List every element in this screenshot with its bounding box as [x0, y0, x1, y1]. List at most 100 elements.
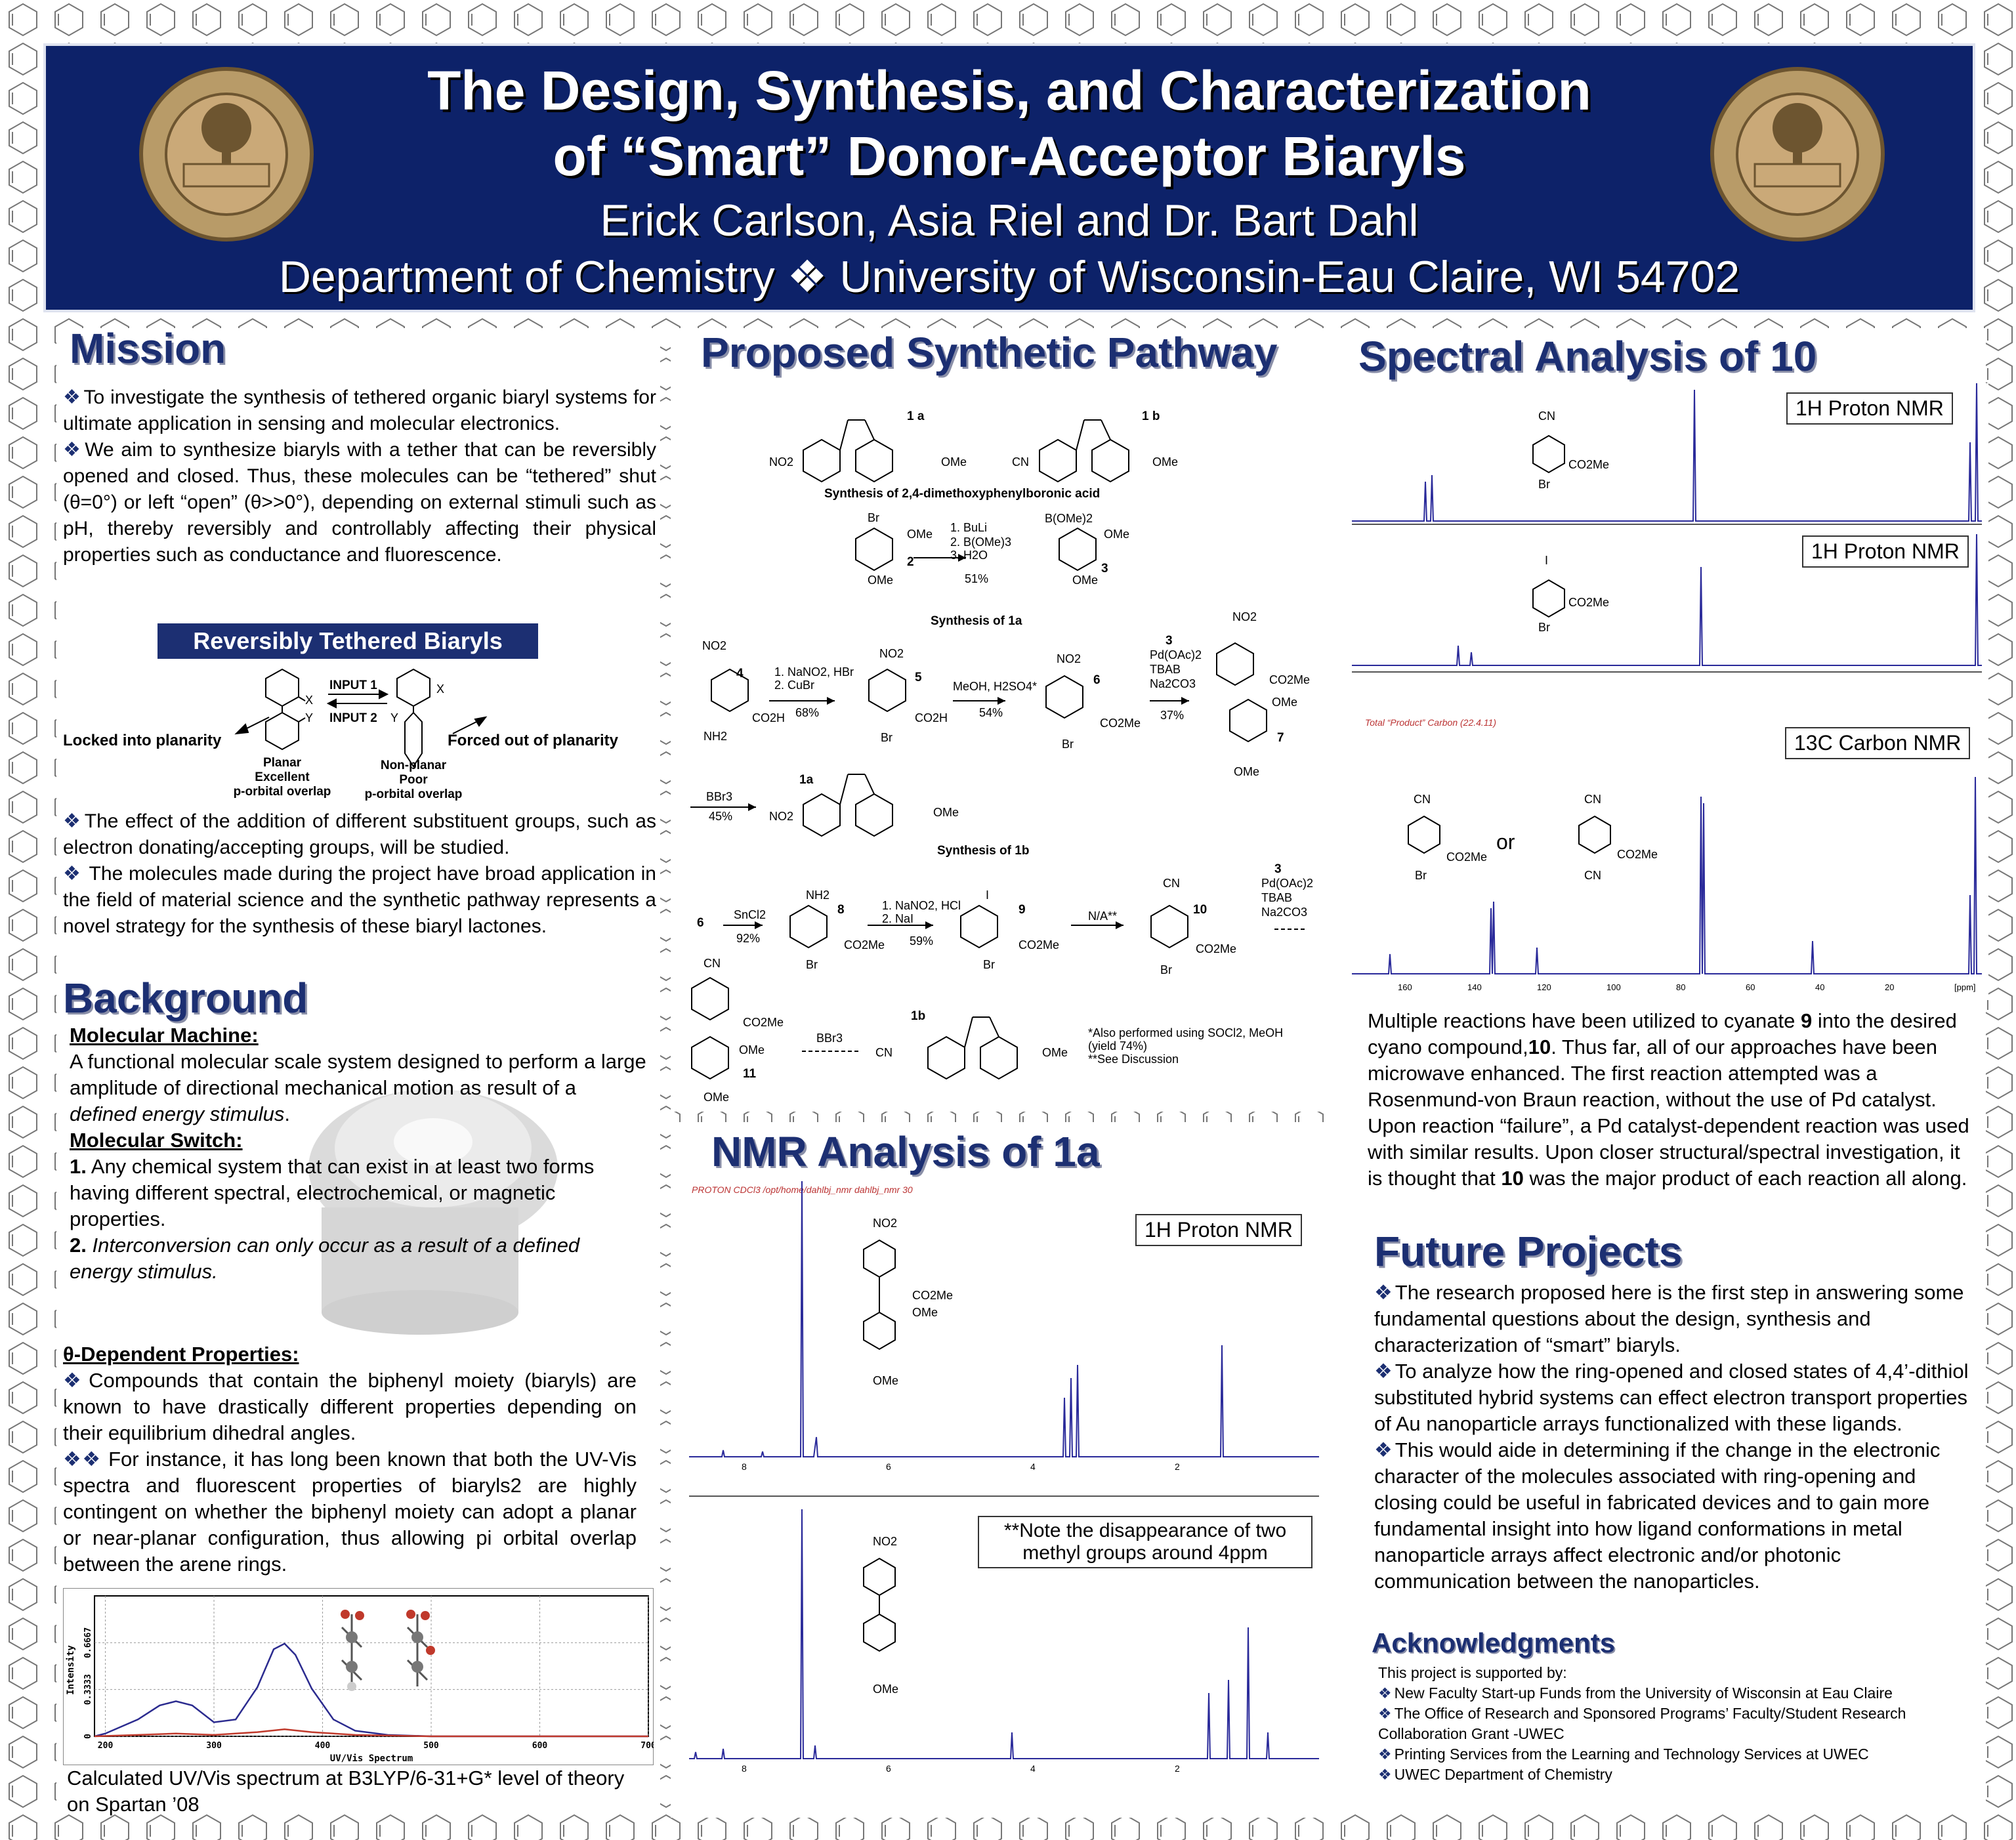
theta-text-2: For instance, it has long been known tha…: [63, 1448, 637, 1576]
group-nh2-8: NH2: [806, 889, 830, 902]
yield-92: 92%: [736, 932, 760, 945]
series-line-2: [94, 1728, 648, 1738]
footnote-discussion: **See Discussion: [1088, 1053, 1179, 1066]
group-ome: OMe: [941, 455, 967, 469]
plot-area: [94, 1595, 649, 1737]
nmr10-axis-tick: 120: [1537, 982, 1551, 992]
group-ome-7: OMe: [1272, 696, 1297, 709]
group-no2-5: NO2: [879, 647, 904, 660]
nmr10-axis-tick: 100: [1606, 982, 1621, 992]
group-br-10: Br: [1160, 963, 1172, 976]
nmr10-trace-1: [1352, 383, 1982, 522]
university-seal-right: [1710, 67, 1885, 241]
or-label: or: [1496, 830, 1515, 854]
reagent-bbr3: BBr3: [706, 790, 732, 803]
footnote-socl2: *Also performed using SOCl2, MeOH: [1088, 1026, 1283, 1039]
nmr-1a-trace-bottom: [689, 1509, 1319, 1759]
group-ome-2: OMe: [1152, 455, 1178, 469]
boronic-synthesis-caption: Synthesis of 2,4-dimethoxyphenylboronic …: [824, 487, 1100, 501]
planar-overlap-quality: Excellent: [255, 770, 310, 784]
yield-37: 37%: [1160, 709, 1184, 722]
nonplanar-label: Non-planar: [381, 759, 447, 772]
nmr10-label-3: 13C Carbon NMR: [1785, 727, 1971, 759]
future-text: The research proposed here is the first …: [1374, 1280, 1969, 1595]
group-br-8: Br: [806, 958, 818, 971]
nmr10-label-2: 1H Proton NMR: [1802, 535, 1969, 568]
struct-d-cn2: CN: [1584, 869, 1601, 882]
mission-text-2: The effect of the addition of different …: [63, 808, 656, 940]
group-nh2: NH2: [704, 730, 727, 743]
struct-c-br: Br: [1415, 869, 1427, 882]
nmr10-axis-tick: 20: [1885, 982, 1894, 992]
nmr1a-axis-tick: 8: [742, 1461, 747, 1472]
nmr10-axis-tick: 160: [1398, 982, 1412, 992]
planar-label: Planar: [263, 756, 302, 770]
nmr-struct-no2: NO2: [873, 1217, 897, 1230]
ack-item-1: New Faculty Start-up Funds from the Univ…: [1378, 1683, 1969, 1704]
group-ome-6: OMe: [1072, 574, 1098, 587]
spectral-text-f: 10: [1501, 1167, 1524, 1190]
ms-number-1: 1.: [70, 1155, 87, 1178]
nmr10-structures: CN CO2Me Br I CO2Me Br CN CO2Me Br CN CO…: [1408, 409, 1658, 882]
nmr-1a-structures: NO2 CO2Me OMe OMe NO2 OMe: [863, 1217, 953, 1696]
spectral-text-g: was the major product of each reaction a…: [1523, 1167, 1967, 1190]
group-br: Br: [868, 511, 879, 524]
compound-10-label: 10: [1193, 903, 1207, 917]
mission-text: To investigate the synthesis of tethered…: [63, 385, 656, 568]
ms-text-1: Any chemical system that can exist in at…: [70, 1155, 595, 1230]
nmr-1a-label: 1H Proton NMR: [1135, 1214, 1302, 1246]
nmr10-trace-2: [1352, 533, 1982, 666]
y-axis-label: Intensity: [66, 1645, 76, 1695]
ms-text-2: Interconversion can only occur as a resu…: [70, 1234, 580, 1283]
group-no2: NO2: [769, 455, 793, 469]
group-ome-3: OMe: [907, 528, 933, 541]
synthesis-1b-caption: Synthesis of 1b: [937, 844, 1029, 858]
ack-item-2: The Office of Research and Sponsored Pro…: [1378, 1704, 1969, 1744]
compound-3-label: 3: [1101, 562, 1108, 575]
x-tick-label: 200: [98, 1741, 114, 1751]
left-column: [56, 328, 660, 1811]
x-tick-label: 400: [315, 1741, 331, 1751]
struct-b-co2me: CO2Me: [1568, 596, 1609, 609]
nmr10-red-header: Total “Product” Carbon (22.4.11): [1365, 717, 1496, 728]
spectral-text-b: 9: [1801, 1009, 1813, 1032]
reagent-bome3: 2. B(OMe)3: [950, 535, 1011, 549]
nmr10-axis-tick: [ppm]: [1954, 982, 1976, 992]
nmr-struct2-no2: NO2: [873, 1535, 897, 1548]
university-seal-left: [139, 67, 314, 241]
struct-b-i: I: [1545, 554, 1548, 567]
molecular-switch-point-2: 2. Interconversion can only occur as a r…: [70, 1232, 647, 1285]
group-bome2: B(OMe)2: [1045, 512, 1093, 525]
ack-item-4: UWEC Department of Chemistry: [1378, 1765, 1969, 1785]
future-point-1: The research proposed here is the first …: [1374, 1280, 1969, 1358]
nmr-struct2-ome: OMe: [873, 1683, 898, 1696]
synthesis-1a-caption: Synthesis of 1a: [931, 614, 1022, 628]
synthetic-pathway-scheme: NO2 OMe 1 a CN OMe 1 b Synthesis of 2,4-…: [690, 409, 1313, 1104]
compound-1a-label: 1 a: [907, 409, 925, 423]
group-br-9: Br: [983, 958, 995, 971]
poster-title-line2: of “Smart” Donor-Acceptor Biaryls: [553, 125, 1466, 187]
poster-affiliation: Department of Chemistry ❖ University of …: [278, 252, 1740, 302]
background-heading: Background: [63, 974, 308, 1022]
svg-text:Y: Y: [390, 711, 398, 724]
nmr10-axis-tick: 60: [1746, 982, 1755, 992]
mission-point-3: The effect of the addition of different …: [63, 808, 656, 861]
group-ome-5: OMe: [1104, 528, 1129, 541]
struct-a-br: Br: [1538, 478, 1550, 491]
group-br-5: Br: [881, 731, 892, 744]
reagent-nano2-hcl: 1. NaNO2, HCl: [882, 899, 961, 912]
nmr-1a-trace-top: [689, 1181, 1319, 1457]
yield-45: 45%: [709, 810, 732, 823]
y-tick-label: 0.6667: [83, 1627, 93, 1658]
forced-planarity-label: Forced out of planarity: [448, 732, 619, 749]
nmr-1a-spectra: PROTON CDCl3 /opt/home/dahlbj_nmr dahlbj…: [689, 1181, 1319, 1774]
yield-68: 68%: [795, 706, 819, 719]
mission-point-4: The molecules made during the project ha…: [63, 861, 656, 940]
theta-point-2: ❖❖ For instance, it has long been known …: [63, 1448, 637, 1576]
reagent-meoh: MeOH, H2SO4*: [953, 680, 1037, 693]
nmr1a-axis-tick: 2: [1175, 1763, 1180, 1774]
chart-series: [94, 1642, 648, 1738]
reagent-3b: 3: [1274, 862, 1282, 876]
nonplanar-overlap-quality: Poor: [399, 773, 428, 787]
